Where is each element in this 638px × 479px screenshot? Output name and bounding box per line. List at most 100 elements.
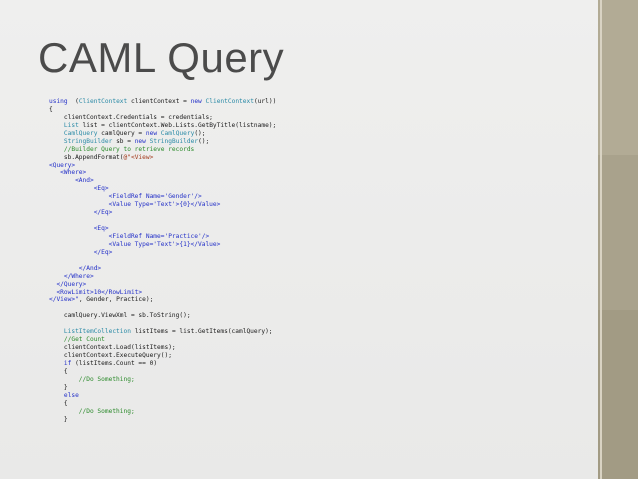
code-line: [49, 257, 469, 265]
code-line: }: [49, 384, 469, 392]
code-token: camlQuery =: [97, 129, 146, 137]
code-line: <Eq>: [49, 185, 469, 193]
code-token: sb =: [112, 137, 135, 145]
code-token: new: [134, 137, 146, 145]
code-line: </Eq>: [49, 209, 469, 217]
code-line: ListItemCollection listItems = list.GetI…: [49, 328, 469, 336]
code-token: <And>: [49, 177, 94, 185]
code-token: , Gender, Practice);: [78, 296, 154, 304]
code-line: //Builder Query to retrieve records: [49, 146, 469, 154]
code-token: StringBuilder: [149, 137, 199, 145]
code-token: (: [67, 98, 79, 105]
code-token: ListItemCollection: [63, 328, 131, 336]
code-token: ClientContext: [78, 98, 128, 105]
code-line: sb.AppendFormat(@"<View>: [49, 154, 469, 162]
code-line: <Where>: [49, 169, 469, 177]
code-token: using: [49, 98, 68, 105]
code-line: List list = clientContext.Web.Lists.GetB…: [49, 122, 469, 130]
code-token: (listItems.Count == 0): [71, 359, 158, 367]
code-line: <Eq>: [49, 225, 469, 233]
code-line: else: [49, 392, 469, 400]
code-line: </Where>: [49, 273, 469, 281]
right-accent-bar: [598, 0, 638, 479]
code-token: ClientContext: [205, 98, 254, 105]
accent-bar-segment: [598, 310, 638, 479]
code-token: }: [49, 383, 68, 391]
code-token: {: [49, 399, 68, 407]
code-token: [49, 328, 64, 335]
code-token: </View>": [49, 296, 79, 304]
code-token: @"<View>: [123, 153, 154, 161]
code-line: </And>: [49, 265, 469, 273]
code-line: {: [49, 400, 469, 408]
code-token: sb.AppendFormat(: [49, 153, 124, 161]
code-token: //Builder Query to retrieve records: [49, 145, 195, 153]
code-line: //Do Something;: [49, 408, 469, 416]
code-line: <RowLimit>10</RowLimit>: [49, 289, 469, 297]
code-line: [49, 304, 469, 312]
code-line: //Get Count: [49, 336, 469, 344]
code-line: <Query>: [49, 162, 469, 170]
code-token: StringBuilder: [63, 137, 113, 145]
code-token: if: [63, 359, 72, 367]
code-token: CamlQuery: [160, 129, 195, 137]
code-line: clientContext.ExecuteQuery();: [49, 352, 469, 360]
code-token: <Eq>: [49, 225, 109, 232]
code-token: [49, 138, 64, 145]
code-token: ();: [194, 129, 206, 137]
code-token: <FieldRef Name='Practice'/>: [49, 232, 210, 240]
code-token: {: [49, 105, 53, 113]
code-token: clientContext.ExecuteQuery();: [49, 352, 172, 359]
code-line: clientContext.Load(listItems);: [49, 344, 469, 352]
code-token: ();: [198, 137, 210, 145]
code-line: {: [49, 106, 469, 114]
code-line: using (ClientContext clientContext = new…: [49, 98, 469, 106]
code-token: <Value Type='Text'>{0}</Value>: [49, 201, 221, 209]
accent-bar-divider: [600, 0, 602, 479]
code-line: //Do Something;: [49, 376, 469, 384]
code-token: <Value Type='Text'>{1}</Value>: [49, 240, 221, 248]
code-token: camlQuery.ViewXml = sb.ToString();: [49, 312, 191, 320]
code-token: new: [145, 129, 158, 137]
code-token: else: [63, 391, 79, 399]
code-line: <FieldRef Name='Practice'/>: [49, 233, 469, 241]
code-token: {: [49, 367, 68, 375]
code-token: clientContext.Load(listItems);: [49, 344, 176, 352]
code-line: StringBuilder sb = new StringBuilder();: [49, 138, 469, 146]
code-line: <FieldRef Name='Gender'/>: [49, 193, 469, 201]
slide-title: CAML Query: [38, 34, 285, 81]
code-line: </Eq>: [49, 249, 469, 257]
code-token: list = clientContext.Web.Lists.GetByTitl…: [78, 121, 277, 129]
code-token: </Eq>: [49, 209, 113, 217]
code-line: </View>", Gender, Practice);: [49, 296, 469, 304]
code-token: }: [49, 415, 68, 423]
code-token: listItems = list.GetItems(camlQuery);: [130, 328, 273, 336]
code-token: <Eq>: [49, 185, 109, 193]
code-token: </Eq>: [49, 248, 113, 256]
code-line: CamlQuery camlQuery = new CamlQuery();: [49, 130, 469, 138]
code-line: {: [49, 368, 469, 376]
code-line: <Value Type='Text'>{0}</Value>: [49, 201, 469, 209]
code-token: </Query>: [49, 280, 87, 288]
code-line: if (listItems.Count == 0): [49, 360, 469, 368]
code-line: [49, 320, 469, 328]
code-token: //Do Something;: [49, 375, 135, 383]
code-token: clientContext.Credentials = credentials;: [49, 113, 213, 121]
code-line: </Query>: [49, 281, 469, 289]
code-token: new: [190, 98, 202, 105]
code-line: [49, 217, 469, 225]
code-token: <Where>: [49, 169, 87, 177]
code-token: List: [63, 121, 79, 129]
code-line: camlQuery.ViewXml = sb.ToString();: [49, 312, 469, 320]
accent-bar-segment: [598, 0, 638, 155]
code-token: </Where>: [49, 272, 94, 280]
code-token: [49, 360, 64, 367]
code-token: [49, 130, 64, 137]
code-token: //Get Count: [49, 336, 105, 344]
code-token: <Query>: [49, 161, 76, 169]
code-line: clientContext.Credentials = credentials;: [49, 114, 469, 122]
code-token: CamlQuery: [63, 129, 98, 137]
code-block: using (ClientContext clientContext = new…: [49, 98, 469, 438]
code-token: (url)): [253, 98, 277, 105]
code-token: [49, 122, 64, 129]
